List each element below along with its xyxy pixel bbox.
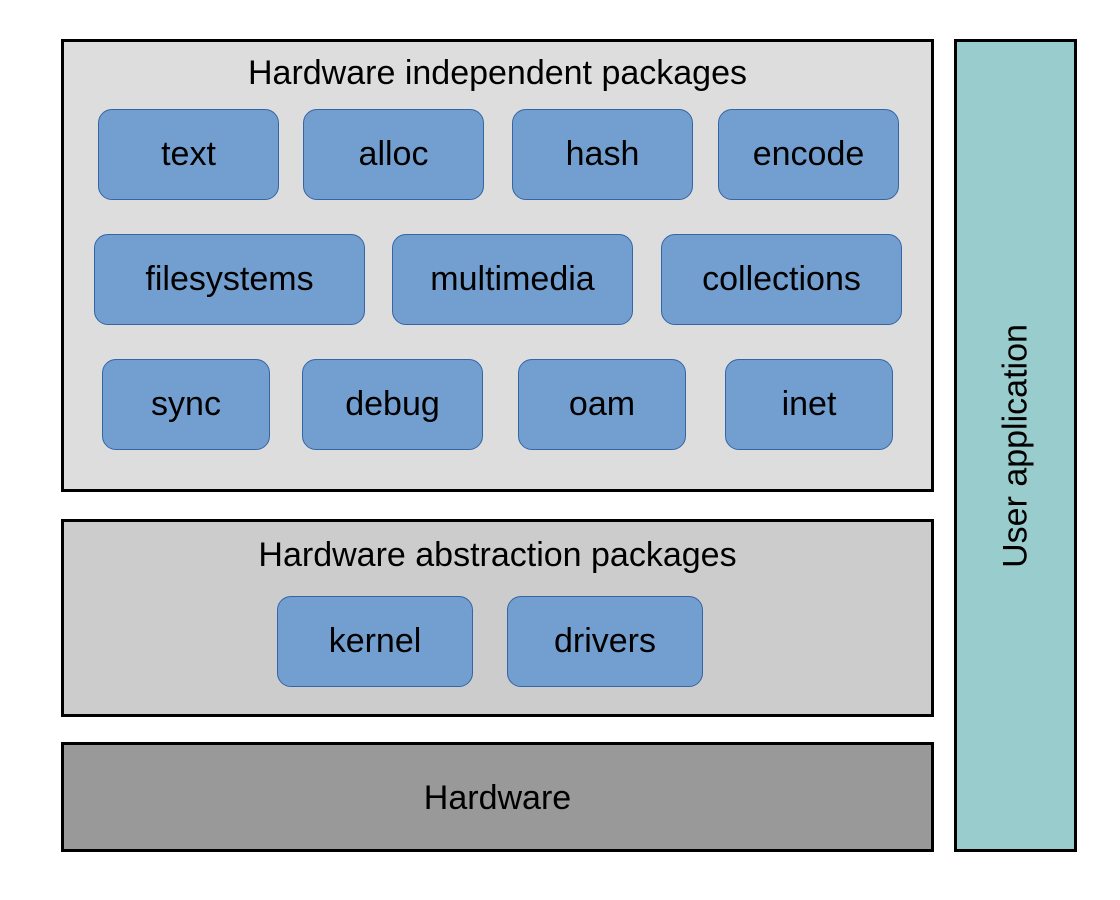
package-filesystems: filesystems — [94, 234, 365, 325]
package-alloc: alloc — [303, 109, 484, 200]
hardware-title: Hardware — [423, 779, 572, 817]
hardware-layer: Hardware — [61, 742, 934, 852]
package-drivers: drivers — [507, 596, 703, 687]
package-encode: encode — [718, 109, 899, 200]
package-collections: collections — [661, 234, 902, 325]
package-inet: inet — [725, 359, 893, 450]
package-sync: sync — [102, 359, 270, 450]
package-kernel: kernel — [277, 596, 473, 687]
user-application-label: User application — [996, 323, 1034, 568]
package-oam: oam — [518, 359, 686, 450]
hardware-abstraction-layer: Hardware abstraction packages — [61, 519, 934, 717]
package-hash: hash — [512, 109, 693, 200]
user-application-layer: User application — [954, 39, 1077, 852]
hardware-independent-title: Hardware independent packages — [247, 54, 747, 92]
package-text: text — [98, 109, 279, 200]
hardware-abstraction-title: Hardware abstraction packages — [258, 536, 737, 574]
package-multimedia: multimedia — [392, 234, 633, 325]
package-debug: debug — [302, 359, 483, 450]
